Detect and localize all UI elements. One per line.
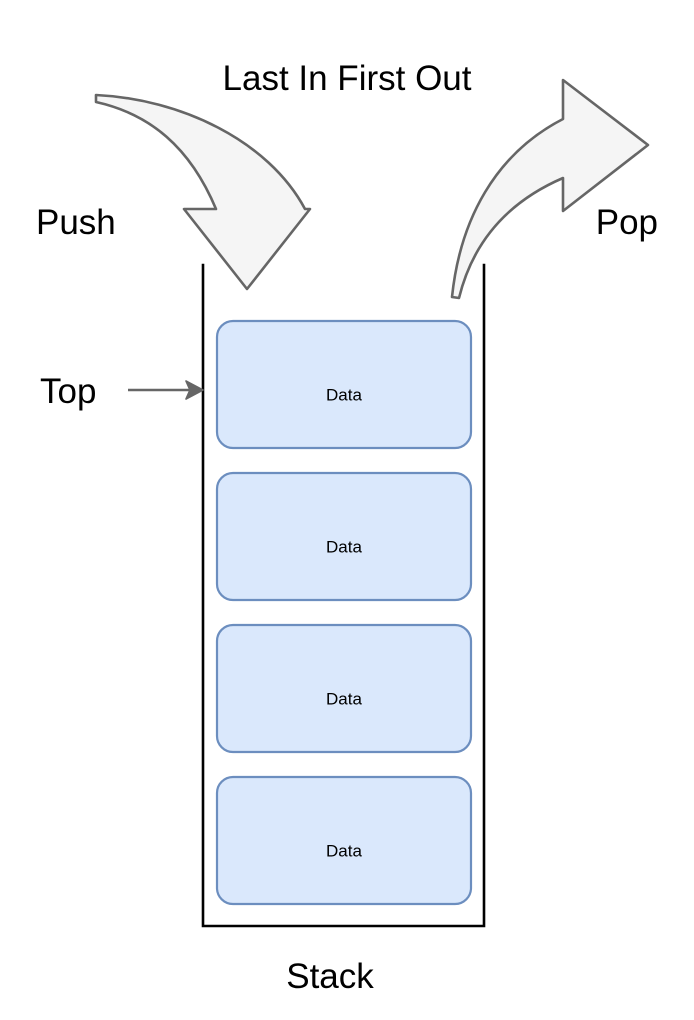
stack-container-walls [201,263,486,928]
stack-cell[interactable]: Data [215,775,473,906]
stack-cell[interactable]: Data [215,623,473,754]
top-pointer-arrow-icon [128,380,204,400]
stack-cell-box[interactable] [215,471,473,602]
stack-cell-label: Data [326,537,362,556]
stack-cells: Data Data Data Data [215,319,473,906]
stack-cell-label: Data [326,841,362,860]
diagram-title: Last In First Out [223,59,472,98]
push-arrow-icon [94,93,312,291]
pop-label: Pop [596,203,658,242]
stack-cell-label: Data [326,385,362,404]
stack-caption: Stack [286,957,374,996]
stack-cell-box[interactable] [215,623,473,754]
push-label: Push [36,203,116,242]
stack-cell-label: Data [326,689,362,708]
stack-cell-box[interactable] [215,319,473,450]
top-pointer-label: Top [40,372,96,411]
stack-cell[interactable]: Data [215,319,473,450]
stack-cell[interactable]: Data [215,471,473,602]
stack-cell-box[interactable] [215,775,473,906]
pop-arrow-icon [450,78,650,300]
